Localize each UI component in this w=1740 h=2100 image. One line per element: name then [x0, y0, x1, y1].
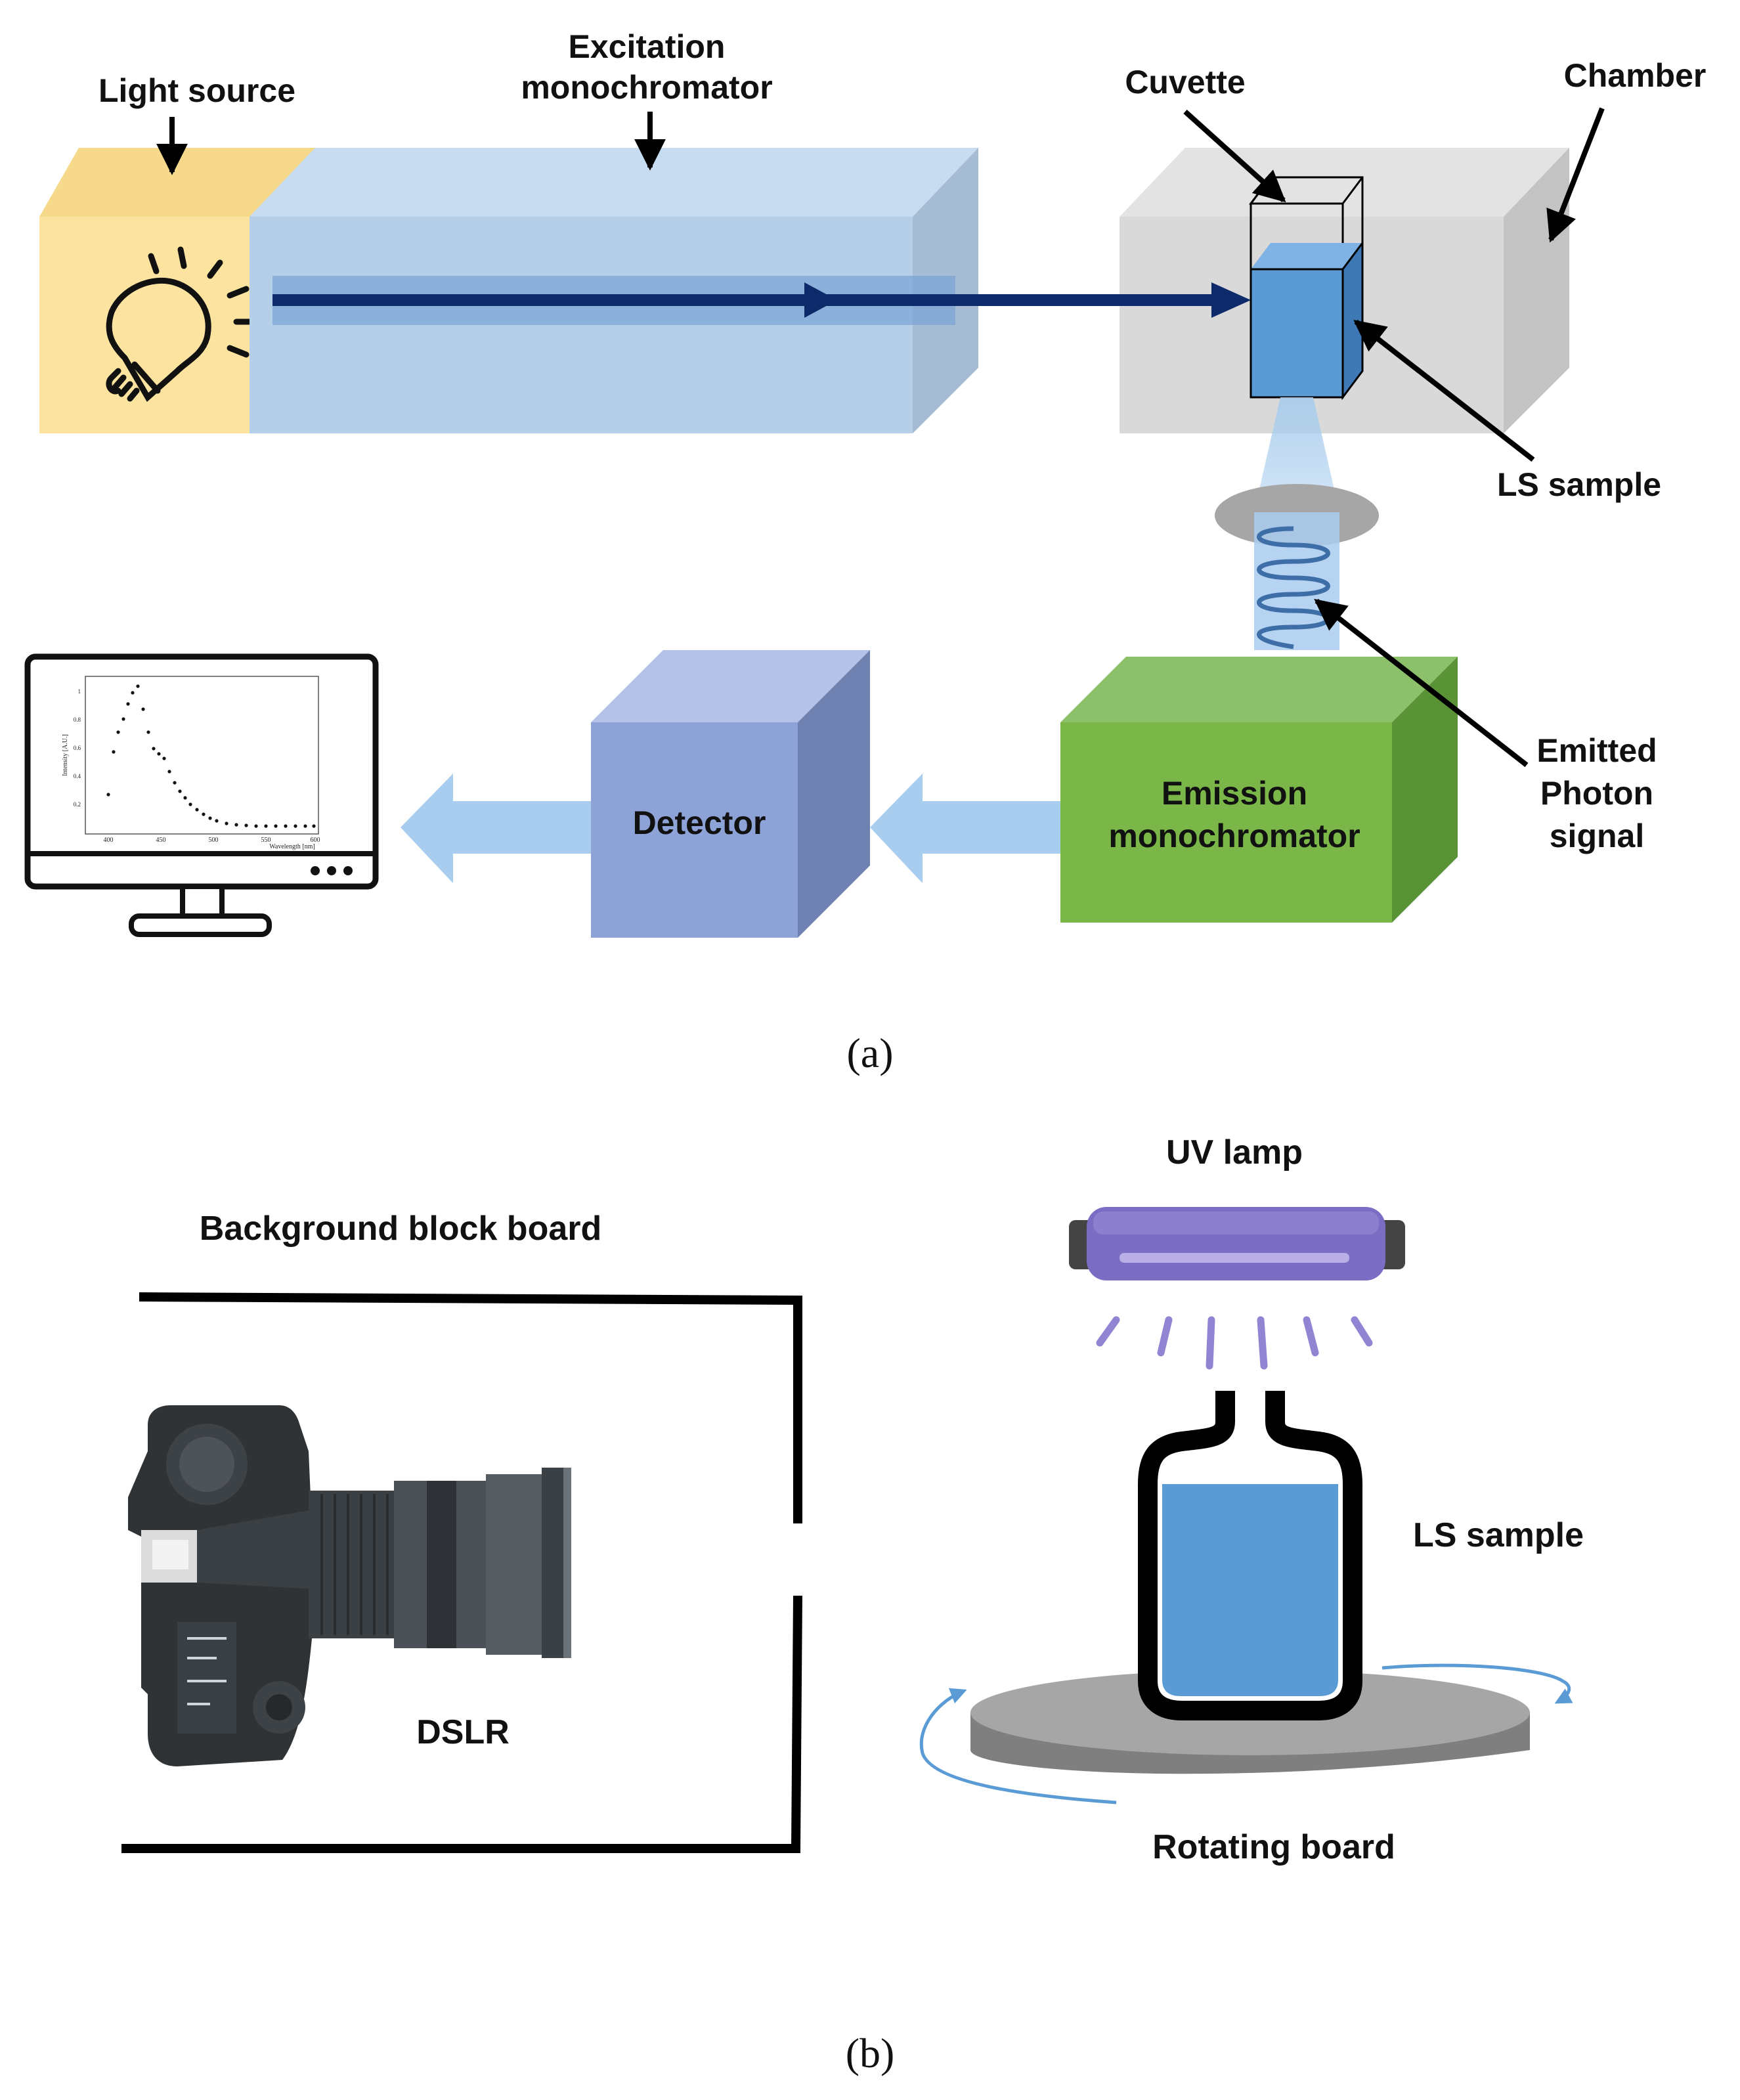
mini-chart-ylabel: Intensity [A.U.] — [62, 734, 69, 776]
cuvette-pointer — [1183, 110, 1286, 203]
bottle-icon — [1138, 1391, 1362, 1720]
ls-sample-label-b: LS sample — [1413, 1516, 1584, 1554]
cuvette — [1249, 176, 1364, 401]
monitor-icon: Intensity [A.U.] Wavelength [nm] 400 450… — [24, 653, 379, 937]
mini-chart-point — [136, 684, 140, 688]
camera-icon — [128, 1405, 571, 1766]
mini-chart-point — [234, 823, 238, 827]
mini-chart-point — [157, 752, 161, 756]
mini-chart-point — [312, 824, 316, 828]
photon-wave-icon — [1257, 526, 1330, 649]
emission-monochromator: Emission monochromator — [1060, 657, 1458, 923]
rotating-board-label: Rotating board — [1152, 1828, 1395, 1866]
panel-b-caption: (b) — [846, 2030, 895, 2076]
mini-chart-xtick: 450 — [156, 837, 166, 844]
chamber-pointer — [1546, 107, 1605, 243]
excitation-label-2: monochromator — [521, 69, 772, 106]
mini-chart-point — [195, 808, 199, 812]
mini-chart-point — [274, 824, 278, 828]
mini-chart-point — [141, 707, 145, 711]
emission-label-1: Emission — [1162, 775, 1307, 812]
uv-lamp-label: UV lamp — [1166, 1133, 1303, 1171]
mini-chart-point — [183, 796, 187, 800]
cuvette-label: Cuvette — [1125, 64, 1245, 100]
uv-lamp-icon — [1069, 1207, 1405, 1280]
background-block-board-lower — [121, 1595, 802, 1853]
panel-a-caption: (a) — [846, 1030, 893, 1076]
mini-chart-xtick: 500 — [209, 837, 219, 844]
excitation-monochromator — [250, 148, 978, 433]
mini-chart-xlabel: Wavelength [nm] — [269, 843, 315, 850]
mini-chart-ytick: 0.8 — [74, 716, 81, 723]
light-source-label: Light source — [98, 72, 295, 109]
mini-chart-point — [284, 824, 288, 828]
mini-chart-point — [215, 819, 219, 823]
panel-b: Background block board — [121, 1133, 1584, 2076]
emission-label-2: monochromator — [1108, 818, 1360, 854]
mini-chart-point — [225, 821, 228, 825]
mini-chart-xtick: 600 — [311, 837, 320, 844]
mini-chart-point — [202, 812, 206, 816]
mini-chart-point — [173, 781, 177, 785]
dslr-label: DSLR — [416, 1713, 510, 1751]
mini-chart-point — [152, 747, 156, 751]
mini-chart-ytick: 0.6 — [74, 745, 81, 751]
emitted-label-3: signal — [1550, 818, 1644, 854]
excitation-beam — [272, 282, 1251, 318]
mini-chart-xtick: 400 — [104, 837, 114, 844]
arrow-emission-to-detector — [870, 774, 1060, 883]
mini-chart-ytick: 0.4 — [74, 773, 81, 779]
emitted-label-2: Photon — [1540, 775, 1653, 812]
mini-chart-ytick: 1 — [78, 688, 81, 695]
background-board-label: Background block board — [200, 1210, 602, 1248]
emitted-label-1: Emitted — [1536, 732, 1657, 769]
mini-chart-point — [112, 750, 116, 754]
detector-label: Detector — [633, 804, 766, 841]
mini-chart-point — [178, 789, 182, 793]
mini-chart-points — [106, 684, 316, 828]
rotation-arrow-right — [1381, 1663, 1573, 1704]
mini-chart-point — [106, 793, 110, 797]
mini-chart-point — [294, 824, 297, 828]
mini-chart-point — [264, 824, 268, 828]
ls-sample-pointer — [1353, 319, 1535, 462]
mini-chart-point — [254, 824, 258, 828]
rotation-arrow-left — [919, 1688, 1117, 1805]
background-block-board — [139, 1292, 802, 1523]
mini-chart-point — [121, 717, 125, 721]
mini-chart-point — [116, 730, 120, 734]
cuvette-sample-liquid — [1250, 268, 1344, 399]
panel-a: Emission monochromator Detector Intensi — [24, 28, 1707, 1076]
emitted-photon-pointer — [1314, 598, 1529, 768]
arrow-detector-to-monitor — [401, 774, 591, 883]
mini-chart-point — [303, 824, 307, 828]
mini-chart-point — [167, 770, 171, 774]
uv-light-rays — [1096, 1316, 1373, 1370]
mini-chart-ytick: 0.2 — [74, 801, 81, 808]
mini-chart-point — [208, 816, 212, 820]
mini-chart-point — [146, 730, 150, 734]
ls-sample-label-a: LS sample — [1497, 466, 1661, 503]
chamber-label: Chamber — [1564, 57, 1707, 94]
mini-chart-point — [126, 702, 130, 706]
detector: Detector — [591, 650, 870, 938]
spectrum-mini-chart: Intensity [A.U.] Wavelength [nm] 400 450… — [62, 676, 320, 850]
mini-chart-point — [162, 756, 166, 760]
mini-chart-point — [188, 802, 192, 806]
excitation-label-1: Excitation — [569, 28, 726, 65]
mini-chart-point — [131, 691, 135, 695]
mini-chart-xtick: 550 — [261, 837, 271, 844]
emitted-photon-path — [1215, 397, 1379, 650]
mini-chart-point — [244, 823, 248, 827]
